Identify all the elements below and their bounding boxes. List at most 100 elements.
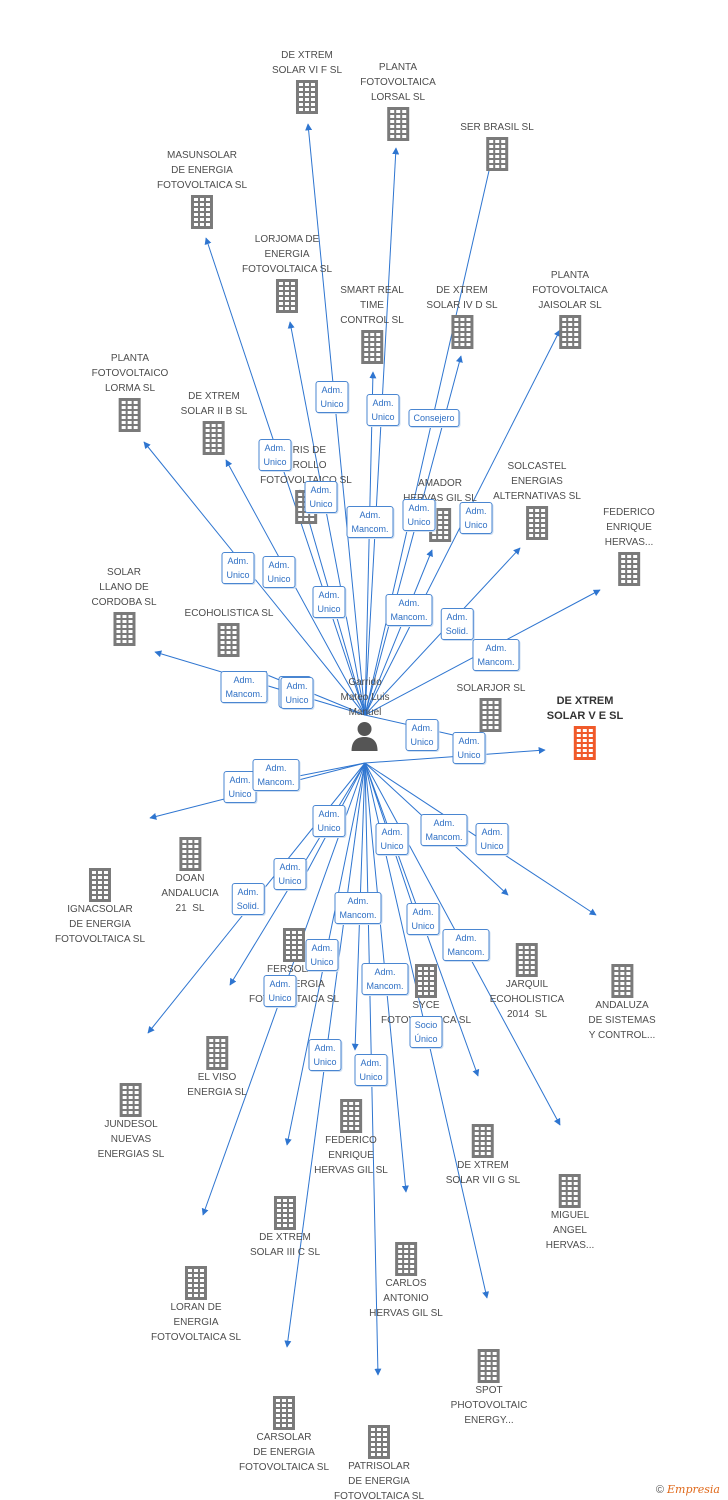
building-icon — [386, 107, 409, 141]
role-label[interactable]: Adm. Mancom. — [472, 639, 520, 671]
company-label: PLANTA FOTOVOLTAICA LORSAL SL — [360, 62, 436, 103]
role-label[interactable]: Adm. Unico — [280, 677, 314, 709]
company-label: JUNDESOL NUEVAS ENERGIAS SL — [97, 1119, 165, 1160]
company-node-c15[interactable]: SOLAR LLANO DE CORDOBA SL — [91, 565, 157, 646]
company-label: DOAN ANDALUCIA 21 SL — [161, 873, 219, 914]
role-label[interactable]: Adm. Unico — [223, 771, 257, 803]
edge-c2 — [364, 147, 400, 716]
role-label[interactable]: Adm. Mancom. — [220, 671, 268, 703]
edge-c12 — [364, 549, 433, 716]
role-label[interactable]: Adm. Mancom. — [385, 594, 433, 626]
company-label: PLANTA FOTOVOLTAICO LORMA SL — [91, 353, 169, 394]
building-icon — [89, 868, 111, 902]
company-label: DE XTREM SOLAR V E SL — [546, 695, 624, 722]
company-label: EL VISO ENERGIA SL — [187, 1072, 247, 1098]
building-icon — [276, 279, 298, 313]
company-node-c3[interactable]: SER BRASIL SL — [460, 120, 534, 171]
company-node-c20[interactable]: DOAN ANDALUCIA 21 SL — [161, 835, 219, 916]
edge-c4 — [204, 237, 366, 716]
role-label[interactable]: Adm. Unico — [315, 381, 349, 413]
role-label[interactable]: Adm. Unico — [263, 975, 297, 1007]
role-label[interactable]: Adm. Solid. — [440, 608, 474, 640]
building-icon — [206, 1036, 228, 1070]
company-label: JARQUIL ECOHOLISTICA 2014 SL — [489, 979, 565, 1020]
company-node-c23[interactable]: JARQUIL ECOHOLISTICA 2014 SL — [490, 941, 564, 1022]
building-icon — [395, 1242, 417, 1276]
company-node-c33[interactable]: SPOT PHOTOVOLTAIC ENERGY... — [451, 1347, 527, 1428]
role-label[interactable]: Adm. Unico — [354, 1054, 388, 1086]
building-icon — [479, 698, 502, 732]
company-node-c24[interactable]: ANDALUZA DE SISTEMAS Y CONTROL... — [588, 962, 656, 1043]
role-label[interactable]: Adm. Unico — [475, 823, 509, 855]
company-node-c29[interactable]: MIGUEL ANGEL HERVAS... — [546, 1172, 594, 1253]
role-label[interactable]: Adm. Unico — [366, 394, 400, 426]
company-node-c25[interactable]: EL VISO ENERGIA SL — [187, 1034, 247, 1100]
building-icon — [179, 837, 201, 871]
company-label: FEDERICO ENRIQUE HERVAS... — [603, 507, 655, 548]
company-node-c13[interactable]: SOLCASTEL ENERGIAS ALTERNATIVAS SL — [493, 459, 581, 540]
company-label: CARSOLAR DE ENERGIA FOTOVOLTAICA SL — [238, 1432, 330, 1473]
company-node-c28[interactable]: DE XTREM SOLAR VII G SL — [446, 1122, 520, 1188]
building-icon — [478, 1349, 500, 1383]
company-node-c31[interactable]: CARLOS ANTONIO HERVAS GIL SL — [369, 1240, 443, 1321]
company-node-c9[interactable]: PLANTA FOTOVOLTAICO LORMA SL — [91, 351, 169, 432]
company-node-c32[interactable]: LORAN DE ENERGIA FOTOVOLTAICA SL — [151, 1264, 241, 1345]
building-icon — [274, 1196, 296, 1230]
company-label: CARLOS ANTONIO HERVAS GIL SL — [369, 1278, 443, 1319]
role-label[interactable]: Adm. Mancom. — [361, 963, 409, 995]
company-node-c19[interactable]: IGNACSOLAR DE ENERGIA FOTOVOLTAICA SL — [55, 866, 145, 947]
role-label[interactable]: Adm. Unico — [273, 858, 307, 890]
company-node-c34[interactable]: CARSOLAR DE ENERGIA FOTOVOLTAICA SL — [239, 1394, 329, 1475]
company-node-c27[interactable]: FEDERICO ENRIQUE HERVAS GIL SL — [314, 1097, 388, 1178]
company-node-c14[interactable]: FEDERICO ENRIQUE HERVAS... — [603, 505, 655, 586]
role-label[interactable]: Socio Único — [409, 1016, 443, 1048]
center-person-node[interactable]: Garrido Mateo Luis Manuel — [340, 675, 390, 757]
center-person-label: Garrido Mateo Luis Manuel — [340, 677, 390, 718]
role-label[interactable]: Consejero — [408, 409, 460, 427]
company-label: SOLARJOR SL — [456, 683, 526, 694]
company-node-c26[interactable]: JUNDESOL NUEVAS ENERGIAS SL — [97, 1081, 165, 1162]
company-node-c6[interactable]: SMART REAL TIME CONTROL SL — [340, 283, 404, 364]
company-node-c30[interactable]: DE XTREM SOLAR III C SL — [250, 1194, 320, 1260]
role-label[interactable]: Adm. Unico — [452, 732, 486, 764]
company-node-c8[interactable]: PLANTA FOTOVOLTAICA JAISOLAR SL — [532, 268, 608, 349]
role-label[interactable]: Adm. Unico — [405, 719, 439, 751]
company-node-c5[interactable]: LORJOMA DE ENERGIA FOTOVOLTAICA SL — [242, 232, 332, 313]
role-label[interactable]: Adm. Solid. — [231, 883, 265, 915]
role-label[interactable]: Adm. Unico — [304, 481, 338, 513]
role-label[interactable]: Adm. Mancom. — [252, 759, 300, 791]
role-label[interactable]: Adm. Mancom. — [442, 929, 490, 961]
role-label[interactable]: Adm. Unico — [221, 552, 255, 584]
building-icon — [185, 1266, 207, 1300]
copyright-icon: © — [655, 1484, 664, 1496]
company-node-c35[interactable]: PATRISOLAR DE ENERGIA FOTOVOLTAICA SL — [334, 1423, 424, 1500]
role-label[interactable]: Adm. Unico — [312, 586, 346, 618]
company-node-c10[interactable]: DE XTREM SOLAR II B SL — [181, 389, 247, 455]
role-label[interactable]: Adm. Unico — [375, 823, 409, 855]
company-node-c4[interactable]: MASUNSOLAR DE ENERGIA FOTOVOLTAICA SL — [157, 148, 247, 229]
company-node-c17[interactable]: SOLARJOR SL — [456, 681, 526, 732]
company-node-c16[interactable]: ECOHOLISTICA SL — [185, 606, 273, 657]
company-node-c1[interactable]: DE XTREM SOLAR VI F SL — [272, 48, 342, 114]
company-node-c7[interactable]: DE XTREM SOLAR IV D SL — [426, 283, 498, 349]
building-icon — [450, 315, 473, 349]
building-icon — [368, 1425, 390, 1459]
role-label[interactable]: Adm. Unico — [308, 1039, 342, 1071]
role-label[interactable]: Adm. Unico — [258, 439, 292, 471]
role-label[interactable]: Adm. Mancom. — [346, 506, 394, 538]
role-label[interactable]: Adm. Unico — [262, 556, 296, 588]
company-node-c2[interactable]: PLANTA FOTOVOLTAICA LORSAL SL — [360, 60, 436, 141]
company-label: DE XTREM SOLAR III C SL — [249, 1232, 321, 1258]
building-icon — [273, 1396, 295, 1430]
company-node-c18[interactable]: DE XTREM SOLAR V E SL — [547, 694, 623, 760]
role-label[interactable]: Adm. Unico — [312, 805, 346, 837]
role-label[interactable]: Adm. Mancom. — [420, 814, 468, 846]
building-icon — [119, 1083, 142, 1117]
role-label[interactable]: Adm. Unico — [305, 939, 339, 971]
role-label[interactable]: Adm. Unico — [406, 903, 440, 935]
role-label[interactable]: Adm. Unico — [402, 499, 436, 531]
role-label[interactable]: Adm. Unico — [459, 502, 493, 534]
edge-c5 — [287, 321, 366, 716]
company-label: AMADOR HERVAS GIL SL — [403, 478, 477, 504]
role-label[interactable]: Adm. Mancom. — [334, 892, 382, 924]
